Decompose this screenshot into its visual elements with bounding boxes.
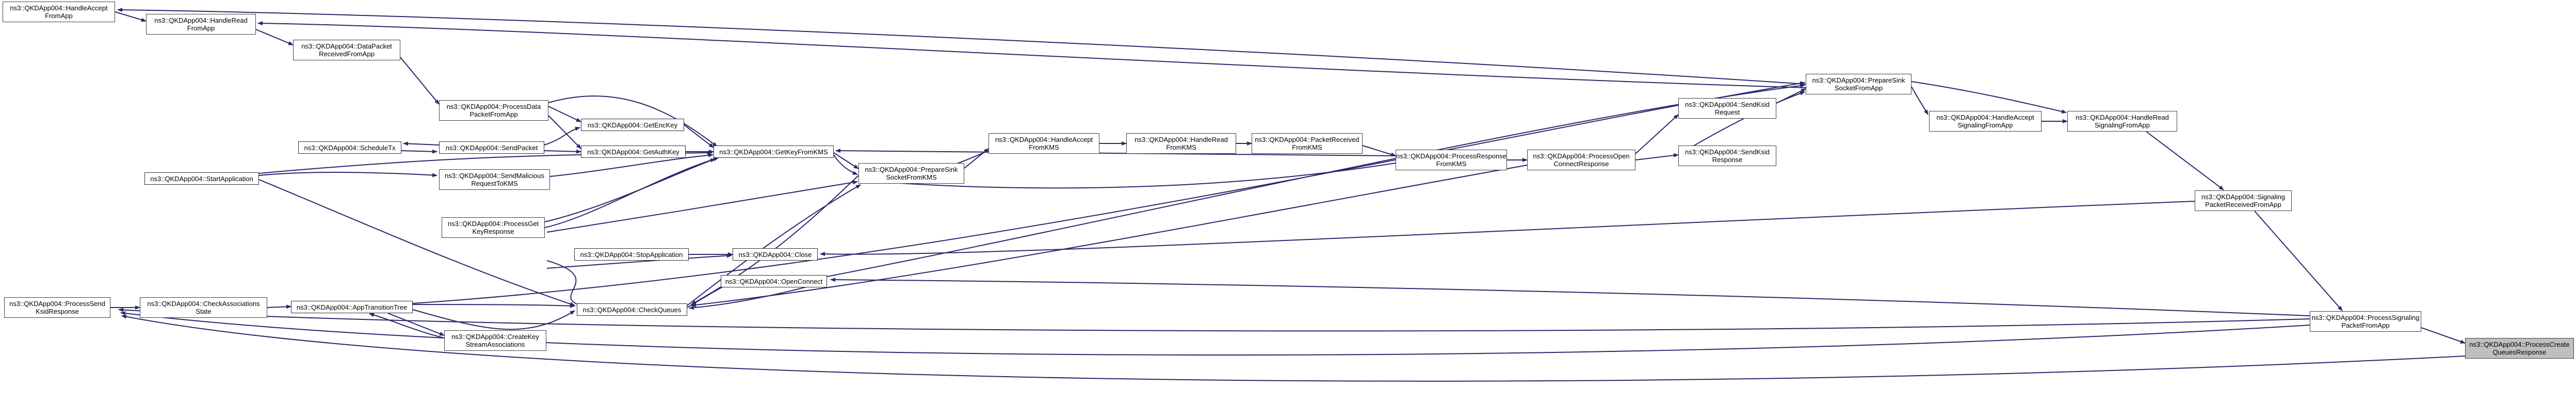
node-getEncKey[interactable]: ns3::QKDApp004::GetEncKey [581,119,684,131]
node-stopApplication[interactable]: ns3::QKDApp004::StopApplication [574,248,689,261]
node-sendKsidRequest[interactable]: ns3::QKDApp004::SendKsid Request [1678,98,1776,119]
edge-return-processSignalingPacketFromApp-processSendKsidResponse [118,308,2310,332]
edge-openConnect-prepareSinkSocketFromApp [827,84,1805,277]
edge-packetReceivedFromKMS-processResponseFromKMS [1362,145,1396,157]
node-appTransitionTree[interactable]: ns3::QKDApp004::AppTransitionTree [291,301,413,313]
node-startApplication[interactable]: ns3::QKDApp004::StartApplication [144,172,259,185]
node-createKeyStreamAssociations[interactable]: ns3::QKDApp004::CreateKey StreamAssociat… [444,330,546,351]
edge-startApplication-checkQueues [258,179,575,306]
node-prepareSinkSocketFromKMS[interactable]: ns3::QKDApp004::PrepareSink SocketFromKM… [858,163,964,184]
edge-prepareSinkSocketFromKMS-handleAcceptFromKMS [964,148,989,169]
node-handleReadFromKMS[interactable]: ns3::QKDApp004::HandleRead FromKMS [1126,133,1236,154]
node-signalingPacketReceivedFromApp[interactable]: ns3::QKDApp004::Signaling PacketReceived… [2195,190,2292,211]
node-scheduleTx[interactable]: ns3::QKDApp004::ScheduleTx [298,141,401,154]
node-dataPacketReceivedFromApp[interactable]: ns3::QKDApp004::DataPacket ReceivedFromA… [293,40,400,60]
edge-startApplication-sendMaliciousRequestToKMS [258,171,438,178]
edge-sendMaliciousRequestToKMS-getKeyFromKMS [549,153,714,177]
edge-sendPacket-getAuthKey [544,149,581,154]
edge-return-openConnect [830,278,2310,316]
edge-group [110,8,2466,382]
edge-processDataPacketFromApp-getAuthKey [548,115,581,149]
edge-dataPacketReceivedFromApp-processDataPacketFromApp [400,57,440,105]
edge-sendKsidRequest-prepareSinkSocketFromApp [1776,88,1806,104]
node-handleAcceptFromApp[interactable]: ns3::QKDApp004::HandleAccept FromApp [3,2,115,22]
edge-processSignalingPacketFromApp-processCreateQueuesResponse [2421,327,2466,344]
node-close[interactable]: ns3::QKDApp004::Close [733,248,818,261]
node-openConnect[interactable]: ns3::QKDApp004::OpenConnect [721,275,827,287]
node-processSignalingPacketFromApp[interactable]: ns3::QKDApp004::ProcessSignaling PacketF… [2310,311,2421,332]
edge-processGetKey-checkQueues [546,260,584,307]
node-handleAcceptFromKMS[interactable]: ns3::QKDApp004::HandleAccept FromKMS [989,133,1099,154]
node-checkAssociationsState[interactable]: ns3::QKDApp004::CheckAssociations State [140,297,267,318]
edge-processOpenConnectResponse-sendKsidResponse [1635,153,1679,160]
edge-getEncKey-getKeyFromKMS [684,124,714,148]
edge-prepareSinkSocketFromApp-handleReadSignalingFromApp [1911,81,2067,114]
node-getKeyFromKMS[interactable]: ns3::QKDApp004::GetKeyFromKMS [714,146,834,158]
node-sendMaliciousRequestToKMS[interactable]: ns3::QKDApp004::SendMalicious RequestToK… [439,169,550,190]
node-prepareSinkSocketFromApp[interactable]: ns3::QKDApp004::PrepareSink SocketFromAp… [1806,74,1911,94]
edge-getKeyFromKMS-prepareSinkSocketFromKMS [833,152,859,169]
edge-processOpenConnectResponse-sendKsidRequest [1635,114,1679,154]
edge-appTransitionTree-prepareSinkSocketFromApp [412,81,1805,304]
node-sendPacket[interactable]: ns3::QKDApp004::SendPacket [439,141,544,154]
edge-scheduleTx-sendPacket [401,149,438,154]
edge-handleReadFromApp-dataPacketReceivedFromApp [255,29,294,45]
node-processGetKeyResponse[interactable]: ns3::QKDApp004::ProcessGet KeyResponse [442,217,545,238]
node-checkQueues[interactable]: ns3::QKDApp004::CheckQueues [577,303,687,316]
edge-processGetKeyResponse-getKeyFromKMS-2 [544,157,719,228]
node-handleReadSignalingFromApp[interactable]: ns3::QKDApp004::HandleRead SignalingFrom… [2067,111,2177,132]
edge-appTransitionTree-checkQueues2 [412,309,575,330]
edge-signalingPacketReceivedFromApp-processSignalingPacketFromApp [2254,211,2343,311]
edge-appTransitionTree-checkQueues [412,303,575,308]
node-handleReadFromApp[interactable]: ns3::QKDApp004::HandleRead FromApp [146,14,256,35]
node-processDataPacketFromApp[interactable]: ns3::QKDApp004::ProcessData PacketFromAp… [439,100,548,121]
edge-getKeyFromKMS-prepareSinkSocketFromKMS-2 [833,154,858,175]
node-processOpenConnectResponse[interactable]: ns3::QKDApp004::ProcessOpen ConnectRespo… [1527,150,1635,170]
node-handleAcceptSignalingFromApp[interactable]: ns3::QKDApp004::HandleAccept SignalingFr… [1929,111,2042,132]
node-processSendKsidResponse[interactable]: ns3::QKDApp004::ProcessSend KsidResponse [4,297,110,318]
node-processCreateQueuesResponse[interactable]: ns3::QKDApp004::ProcessCreate QueuesResp… [2465,338,2574,359]
edge-prepareSinkSocketFromApp-handleReadFromApp [257,21,1806,88]
edge-processGetKeyResponse-getKeyFromKMS [544,158,716,222]
edge-appTransitionTree-createKeyStreamAssociations [387,313,445,336]
node-processResponseFromKMS[interactable]: ns3::QKDApp004::ProcessResponse FromKMS [1396,150,1507,170]
node-sendKsidResponse[interactable]: ns3::QKDApp004::SendKsid Response [1678,146,1776,166]
edge-return-close [820,201,2195,256]
node-packetReceivedFromKMS[interactable]: ns3::QKDApp004::PacketReceived FromKMS [1252,133,1363,154]
edge-sendPacket-getEncKey [544,126,580,146]
node-getAuthKey[interactable]: ns3::QKDApp004::GetAuthKey [581,146,686,158]
edge-processGetKeyResponse-prepareSinkSocketFromKMS [546,180,858,233]
edge-handleAcceptFromApp-handleReadFromApp [115,11,147,22]
edge-createKeyStreamAssociations-appTransitionTree [369,313,445,338]
edge-prepareSinkSocketFromApp-handleAcceptSignalingFromApp [1911,86,1929,115]
edge-handleReadSignalingFromApp-signalingPacketReceivedFromApp [2146,131,2224,190]
edge-processDataPacketFromApp-getEncKey [548,106,581,122]
edge-checkAssociationsState-appTransitionTree [267,304,291,309]
edge-sendPacket-scheduleTx [403,141,440,146]
